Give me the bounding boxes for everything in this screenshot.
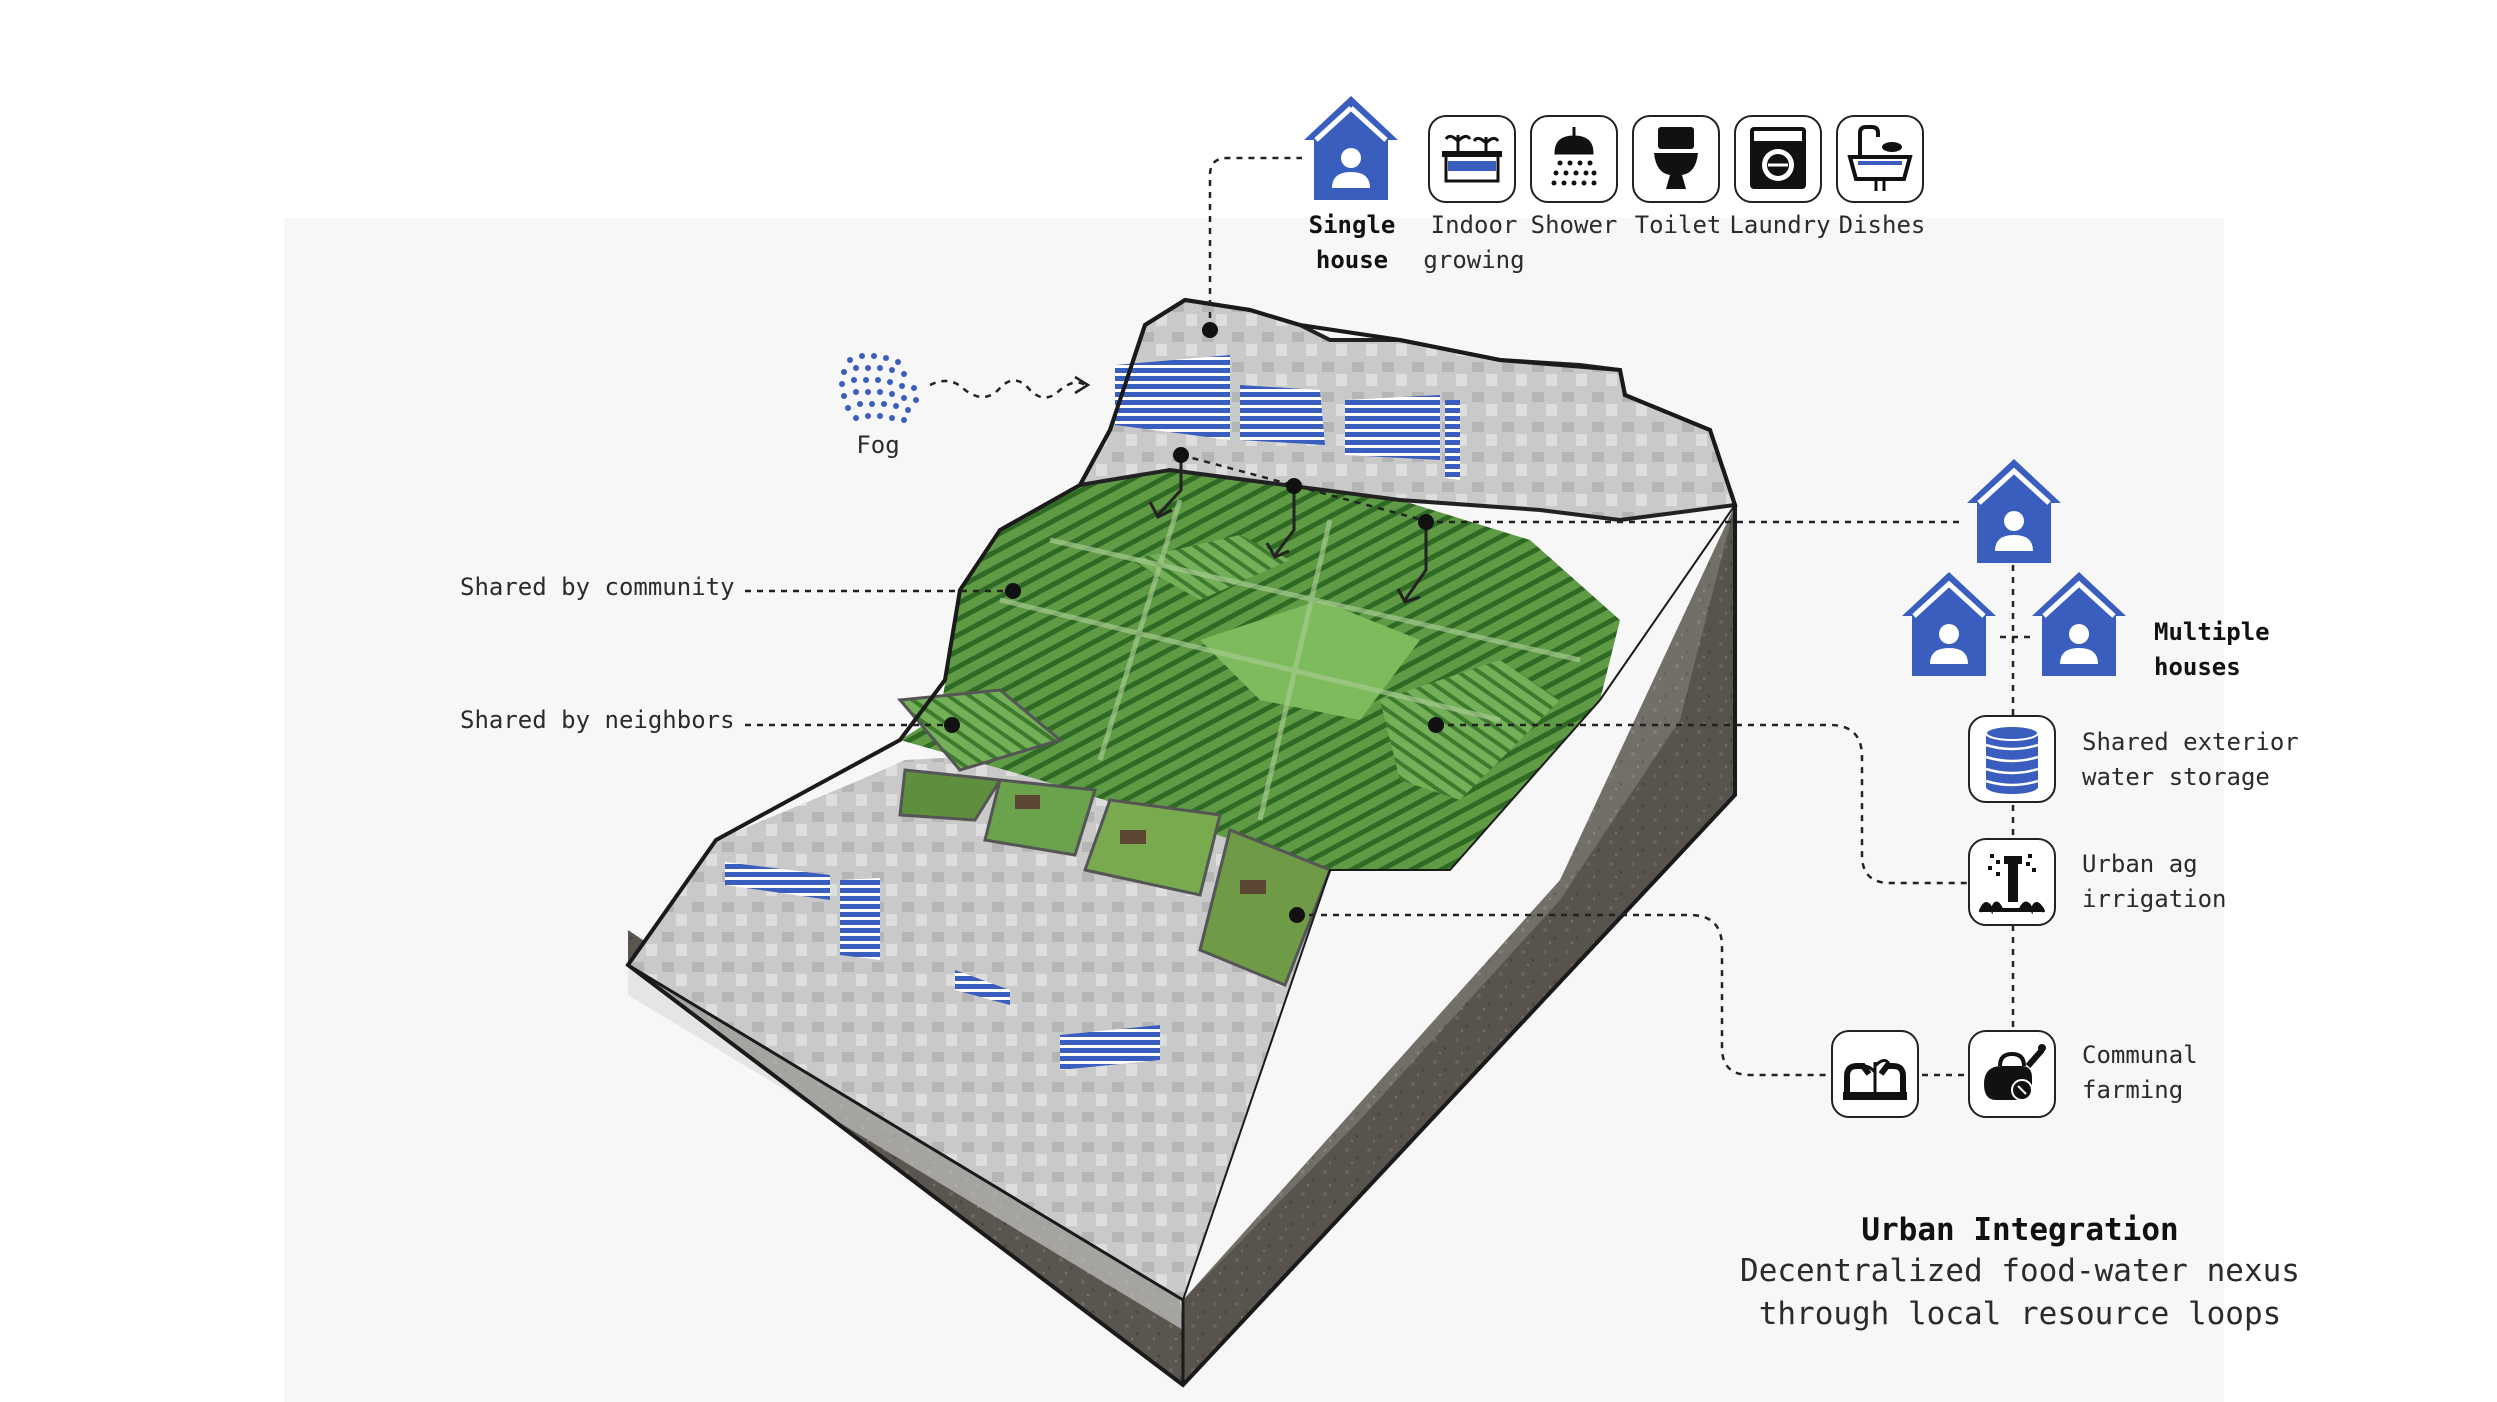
fog-dots-icon [839,353,919,423]
shower-icon [1530,115,1618,203]
watering-can-icon [1968,1030,2056,1118]
hands-plant-icon [1831,1030,1919,1118]
shower-label: Shower [1520,208,1628,243]
multiple-houses-icon-left [1900,568,1998,680]
toilet-icon [1632,115,1720,203]
water-tank-icon [1968,715,2056,803]
toilet-label: Toilet [1624,208,1732,243]
washing-machine-icon [1734,115,1822,203]
shared-by-neighbors-label: Shared by neighbors [460,703,735,738]
marker-neighbors [944,717,960,733]
multiple-houses-icon-right [2030,568,2128,680]
fog-arrow [930,380,1085,397]
fog-label: Fog [838,428,918,463]
sink-icon [1836,115,1924,203]
marker-irrigation [1428,717,1444,733]
title-block: Urban Integration Decentralized food-wat… [1700,1210,2340,1336]
multiple-houses-icon-top [1965,455,2063,567]
diagram-title: Urban Integration [1700,1210,2340,1250]
planter-icon [1428,115,1516,203]
single-house-icon [1302,92,1400,204]
marker-community [1005,583,1021,599]
shared-by-community-label: Shared by community [460,570,735,605]
marker-single-house [1202,322,1218,338]
marker-communal [1289,907,1305,923]
diagram-subtitle: Decentralized food-water nexus through l… [1700,1250,2340,1336]
neighbor-plot-3 [985,780,1095,855]
laundry-label: Laundry [1726,208,1834,243]
dishes-label: Dishes [1828,208,1936,243]
sprinkler-icon [1968,838,2056,926]
